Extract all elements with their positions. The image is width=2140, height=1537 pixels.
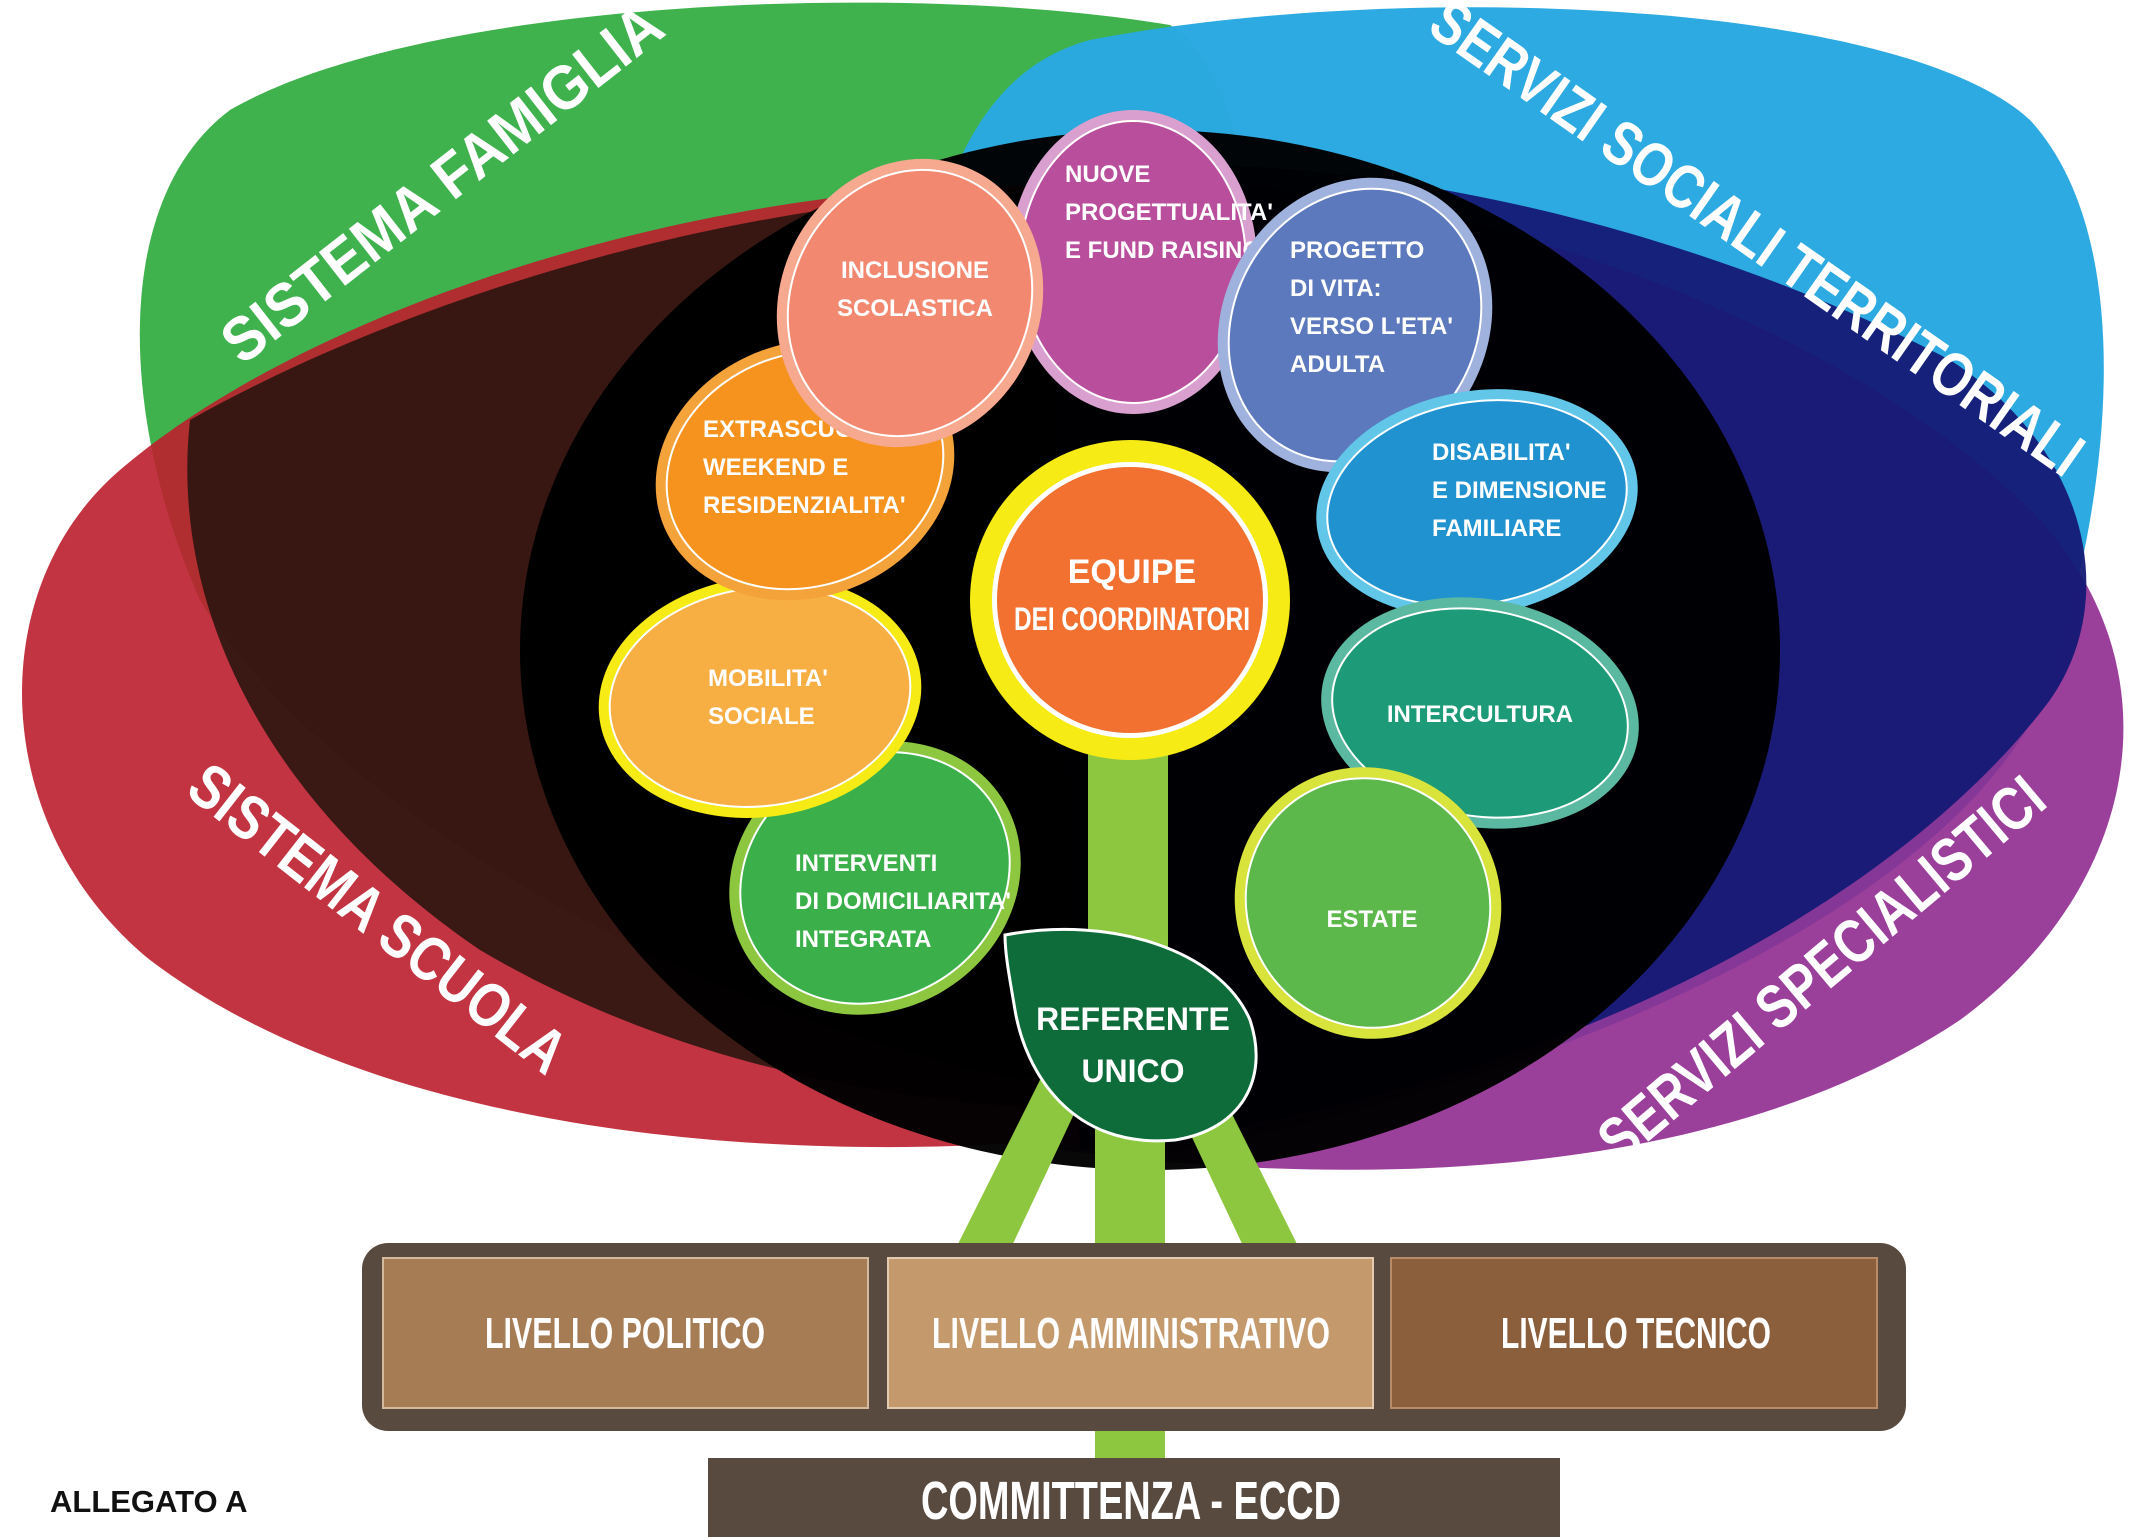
petal-inclusione: INCLUSIONE SCOLASTICA — [776, 158, 1044, 448]
petal-estate: ESTATE — [1234, 767, 1502, 1039]
petal-progetto: PROGETTO DI VITA: VERSO L'ETA' ADULTA — [1217, 177, 1493, 473]
petal-progetto-fill — [1229, 189, 1481, 461]
petal-nuove: NUOVE PROGETTUALITA' E FUND RAISING — [1009, 110, 1273, 414]
center-equipe: EQUIPE DEI COORDINATORI — [970, 440, 1290, 760]
center-line1: EQUIPE — [1068, 553, 1196, 591]
petal-extrascuola-line-2: WEEKEND E — [703, 454, 848, 481]
petal-disabilita-line-2: E DIMENSIONE — [1432, 477, 1607, 504]
petal-nuove-line-3: E FUND RAISING — [1065, 237, 1261, 264]
petal-disabilita: DISABILITA' E DIMENSIONE FAMILIARE — [1316, 389, 1638, 617]
petal-nuove-fill — [1021, 122, 1245, 402]
petal-progetto-line-3: VERSO L'ETA' — [1290, 313, 1453, 340]
petal-mobilita-line-1: MOBILITA' — [708, 665, 828, 692]
petal-progetto-line-2: DI VITA: — [1290, 275, 1382, 302]
petal-inclusione-line-2: SCOLASTICA — [837, 295, 993, 322]
level-tecnico: LIVELLO TECNICO — [1390, 1257, 1878, 1409]
allegato-label: ALLEGATO A — [50, 1484, 248, 1519]
petal-intercultura-fill — [1333, 609, 1627, 817]
petal-domiciliarita-line-1: INTERVENTI — [795, 850, 937, 877]
level-politico: LIVELLO POLITICO — [382, 1257, 869, 1409]
referente-line1: REFERENTE — [1036, 1001, 1230, 1037]
petal-domiciliarita-fill — [741, 753, 1009, 1003]
petal-inclusione-fill — [788, 170, 1032, 436]
level-politico-label: LIVELLO POLITICO — [485, 1309, 765, 1358]
petal-mobilita: MOBILITA' SOCIALE — [598, 576, 922, 818]
petal-disabilita-line-1: DISABILITA' — [1432, 439, 1571, 466]
petal-domiciliarita-line-3: INTEGRATA — [795, 926, 931, 953]
petal-domiciliarita-line-2: DI DOMICILIARITA' — [795, 888, 1011, 915]
petal-extrascuola-line-3: RESIDENZIALITA' — [703, 492, 906, 519]
petal-progetto-line-4: ADULTA — [1290, 351, 1385, 378]
committenza-label: COMMITTENZA - ECCD — [921, 1471, 1341, 1531]
petal-inclusione-line-1: INCLUSIONE — [841, 257, 989, 284]
petal-estate-fill — [1246, 779, 1490, 1027]
petal-intercultura-line-1: INTERCULTURA — [1387, 701, 1573, 728]
petal-intercultura: INTERCULTURA — [1321, 597, 1639, 829]
petal-mobilita-fill — [610, 588, 910, 806]
petal-disabilita-line-3: FAMILIARE — [1432, 515, 1561, 542]
petal-nuove-line-2: PROGETTUALITA' — [1065, 199, 1273, 226]
level-amministrativo: LIVELLO AMMINISTRATIVO — [887, 1257, 1374, 1409]
petal-progetto-line-1: PROGETTO — [1290, 237, 1424, 264]
petal-disabilita-fill — [1328, 401, 1626, 605]
level-amministrativo-label: LIVELLO AMMINISTRATIVO — [932, 1309, 1330, 1358]
level-tecnico-label: LIVELLO TECNICO — [1501, 1309, 1771, 1358]
petal-mobilita-line-2: SOCIALE — [708, 703, 815, 730]
committenza-bar: COMMITTENZA - ECCD — [708, 1458, 1560, 1537]
petal-nuove-line-1: NUOVE — [1065, 161, 1150, 188]
center-line2: DEI COORDINATORI — [1014, 601, 1250, 637]
referente-line2: UNICO — [1081, 1053, 1184, 1089]
leaf-referente-unico: REFERENTE UNICO — [1003, 927, 1258, 1143]
levels-base: LIVELLO POLITICO LIVELLO AMMINISTRATIVO … — [362, 1243, 1906, 1431]
petal-estate-line-1: ESTATE — [1326, 906, 1417, 933]
